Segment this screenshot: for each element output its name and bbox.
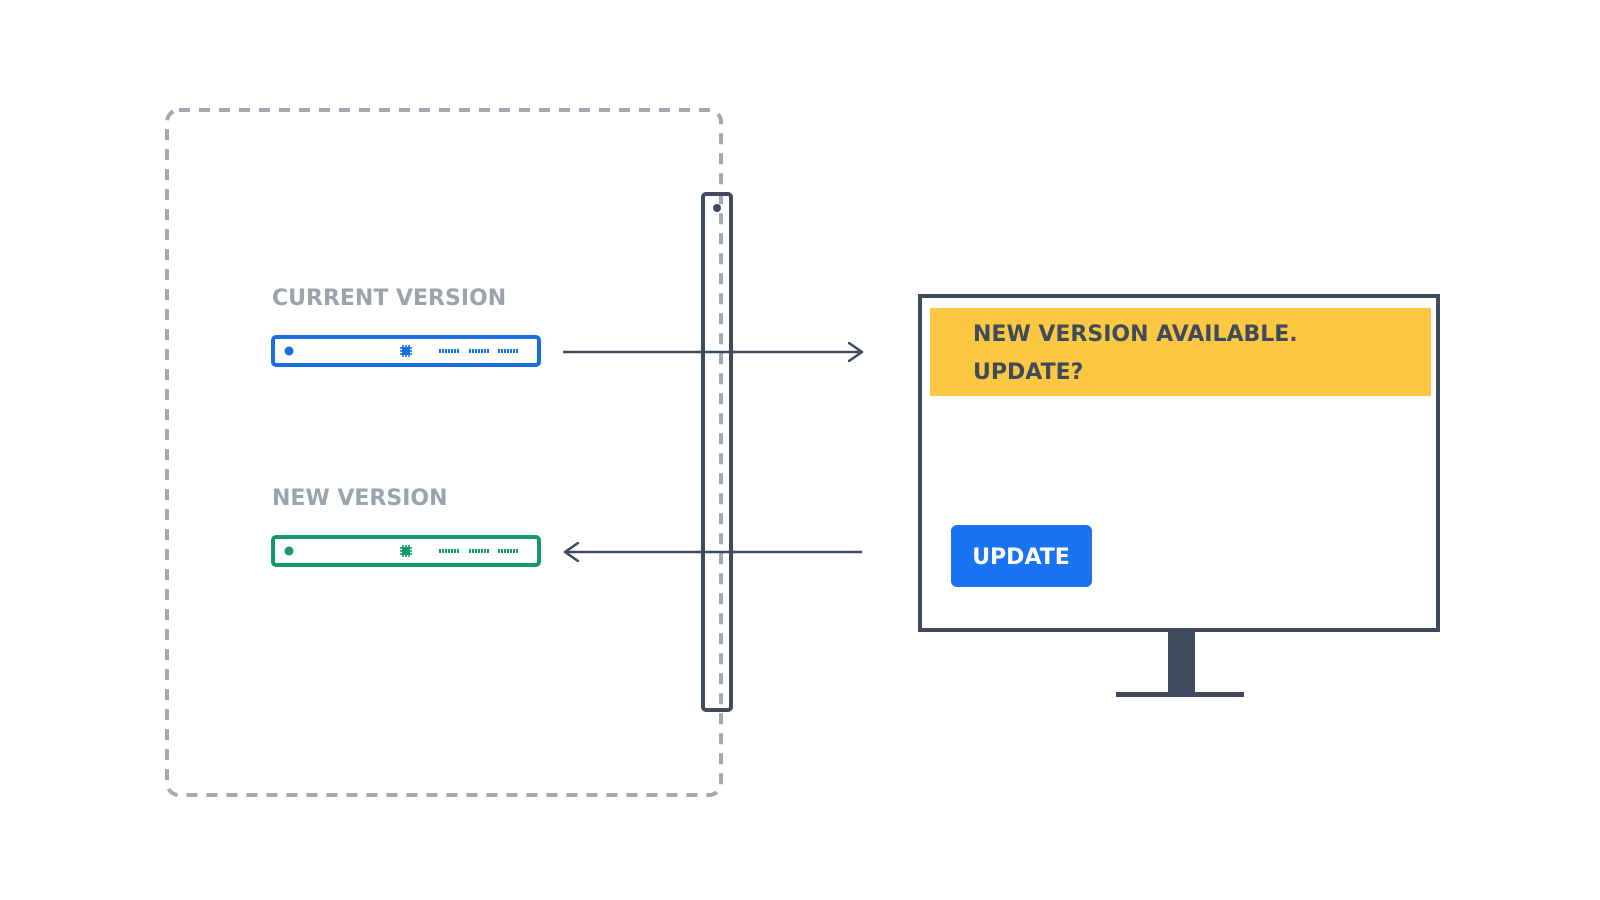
current-version-server [271, 335, 541, 367]
rack-divider [701, 192, 733, 712]
new-version-label: NEW VERSION [272, 486, 448, 511]
server-boundary [165, 108, 723, 797]
update-button[interactable]: UPDATE [951, 525, 1092, 587]
update-banner [930, 308, 1431, 396]
update-banner-line2: UPDATE? [973, 360, 1083, 385]
monitor-base [1116, 692, 1244, 697]
update-button-label: UPDATE [972, 545, 1070, 570]
server-power-led-icon [284, 346, 294, 356]
current-version-label: CURRENT VERSION [272, 286, 506, 311]
server-power-led-icon [284, 546, 294, 556]
monitor-neck [1168, 632, 1195, 692]
rack-indicator-dot-icon [713, 204, 721, 212]
new-version-server [271, 535, 541, 567]
update-banner-line1: NEW VERSION AVAILABLE. [973, 322, 1298, 347]
server-chip-icon [400, 345, 412, 357]
server-chip-icon [400, 545, 412, 557]
